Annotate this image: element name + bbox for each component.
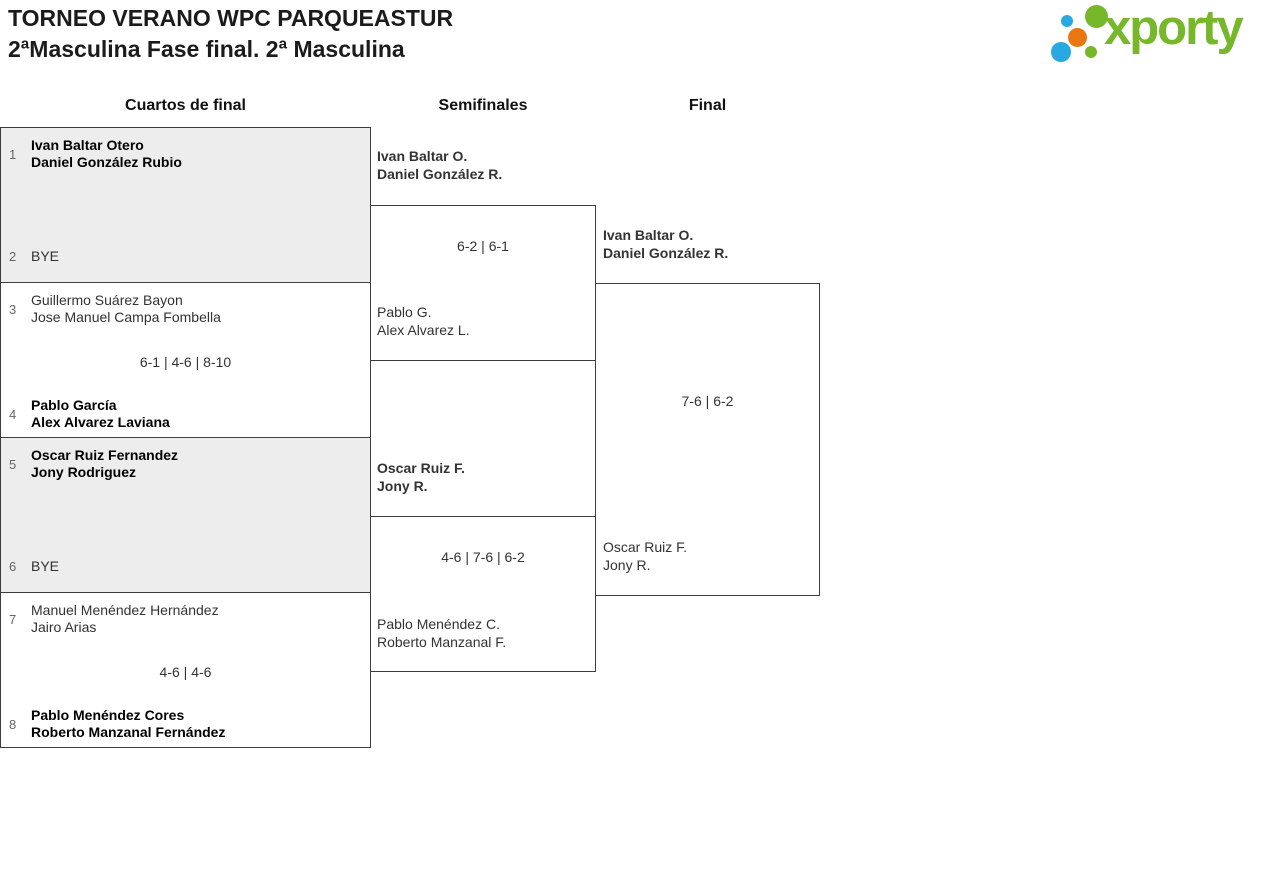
team-names: Ivan Baltar Otero Daniel González Rubio — [31, 137, 182, 171]
seed-number: 4 — [9, 406, 17, 422]
sf2-team-top: Oscar Ruiz F. Jony R. — [377, 459, 465, 495]
team-names: BYE — [31, 558, 59, 575]
seed-number: 5 — [9, 456, 17, 472]
xporty-wordmark: xporty — [1104, 1, 1244, 55]
sf2-team-bottom: Pablo Menéndez C. Roberto Manzanal F. — [377, 615, 506, 651]
player-name: Oscar Ruiz F. — [377, 460, 465, 476]
team-names: Pablo García Alex Alvarez Laviana — [31, 397, 170, 431]
qf3-team-bottom-row: 6 BYE — [9, 558, 362, 575]
team-names: Manuel Menéndez Hernández Jairo Arias — [31, 602, 219, 636]
qf4-team-bottom-row: 8 Pablo Menéndez Cores Roberto Manzanal … — [9, 707, 362, 741]
player-name: Jony R. — [377, 478, 428, 494]
qf1-team-bottom-row: 2 BYE — [9, 248, 362, 265]
player-name: Daniel González R. — [377, 166, 503, 182]
player-name: Jony Rodriguez — [31, 464, 137, 480]
qf4-team-top-row: 7 Manuel Menéndez Hernández Jairo Arias — [9, 602, 362, 636]
player-name: Manuel Menéndez Hernández — [31, 602, 219, 618]
player-name: Daniel González R. — [603, 245, 729, 261]
player-name: Ivan Baltar O. — [603, 227, 694, 243]
team-names: BYE — [31, 248, 59, 265]
player-name: Jose Manuel Campa Fombella — [31, 309, 221, 325]
sf1-score: 6-2 | 6-1 — [457, 238, 509, 254]
qf-match-2: 3 Guillermo Suárez Bayon Jose Manuel Cam… — [0, 282, 371, 438]
sf1-team-bottom: Pablo G. Alex Alvarez L. — [377, 303, 470, 339]
player-name: Jony R. — [603, 557, 651, 573]
player-name: Oscar Ruiz F. — [603, 539, 688, 555]
final-team-top: Ivan Baltar O. Daniel González R. — [603, 226, 728, 262]
player-name: Roberto Manzanal F. — [377, 634, 507, 650]
qf-match-1: 1 Ivan Baltar Otero Daniel González Rubi… — [0, 127, 371, 283]
player-name: Pablo Menéndez C. — [377, 616, 500, 632]
logo-dot-orange-icon — [1068, 28, 1087, 47]
seed-number: 2 — [9, 249, 17, 264]
team-names: Pablo Menéndez Cores Roberto Manzanal Fe… — [31, 707, 225, 741]
qf2-team-top-row: 3 Guillermo Suárez Bayon Jose Manuel Cam… — [9, 292, 362, 326]
player-name: Ivan Baltar O. — [377, 148, 468, 164]
seed-number: 6 — [9, 559, 17, 574]
player-name: Jairo Arias — [31, 619, 97, 635]
player-name: Oscar Ruiz Fernandez — [31, 447, 179, 463]
logo-dot-blue-large-icon — [1051, 42, 1071, 62]
round-header-semifinals: Semifinales — [438, 97, 528, 114]
page-title: TORNEO VERANO WPC PARQUEASTUR — [8, 5, 454, 31]
match-score: 4-6 | 4-6 — [159, 664, 212, 680]
player-name: Roberto Manzanal Fernández — [31, 724, 226, 740]
sf1-team-top: Ivan Baltar O. Daniel González R. — [377, 147, 502, 183]
player-name: BYE — [31, 248, 60, 264]
player-name: Alex Alvarez L. — [377, 322, 470, 338]
seed-number: 3 — [9, 301, 17, 317]
team-names: Guillermo Suárez Bayon Jose Manuel Campa… — [31, 292, 221, 326]
sf2-score: 4-6 | 7-6 | 6-2 — [441, 549, 525, 565]
round-header-quarterfinals: Cuartos de final — [125, 97, 246, 114]
final-score: 7-6 | 6-2 — [681, 393, 734, 409]
player-name: Alex Alvarez Laviana — [31, 414, 170, 430]
logo-dot-green-small-icon — [1085, 46, 1097, 58]
team-names: Oscar Ruiz Fernandez Jony Rodriguez — [31, 447, 178, 481]
seed-number: 7 — [9, 611, 17, 627]
seed-number: 1 — [9, 146, 17, 162]
logo-dot-green-large-icon — [1085, 5, 1108, 28]
player-name: Pablo G. — [377, 304, 432, 320]
player-name: Pablo Menéndez Cores — [31, 707, 185, 723]
xporty-logo[interactable]: xporty — [1048, 0, 1280, 72]
final-team-bottom: Oscar Ruiz F. Jony R. — [603, 538, 687, 574]
final-match-box — [595, 283, 820, 596]
player-name: Pablo García — [31, 397, 117, 413]
page-subtitle: 2ªMasculina Fase final. 2ª Masculina — [8, 36, 405, 62]
qf-match-3: 5 Oscar Ruiz Fernandez Jony Rodriguez 6 … — [0, 437, 371, 593]
qf1-team-top-row: 1 Ivan Baltar Otero Daniel González Rubi… — [9, 137, 362, 171]
player-name: Ivan Baltar Otero — [31, 137, 144, 153]
player-name: Guillermo Suárez Bayon — [31, 292, 183, 308]
round-header-final: Final — [688, 97, 727, 114]
qf-match-4: 7 Manuel Menéndez Hernández Jairo Arias … — [0, 592, 371, 748]
player-name: Daniel González Rubio — [31, 154, 182, 170]
seed-number: 8 — [9, 716, 17, 732]
player-name: BYE — [31, 558, 60, 574]
logo-dot-blue-small-icon — [1061, 15, 1073, 27]
qf3-team-top-row: 5 Oscar Ruiz Fernandez Jony Rodriguez — [9, 447, 362, 481]
match-score: 6-1 | 4-6 | 8-10 — [139, 354, 232, 370]
qf2-team-bottom-row: 4 Pablo García Alex Alvarez Laviana — [9, 397, 362, 431]
